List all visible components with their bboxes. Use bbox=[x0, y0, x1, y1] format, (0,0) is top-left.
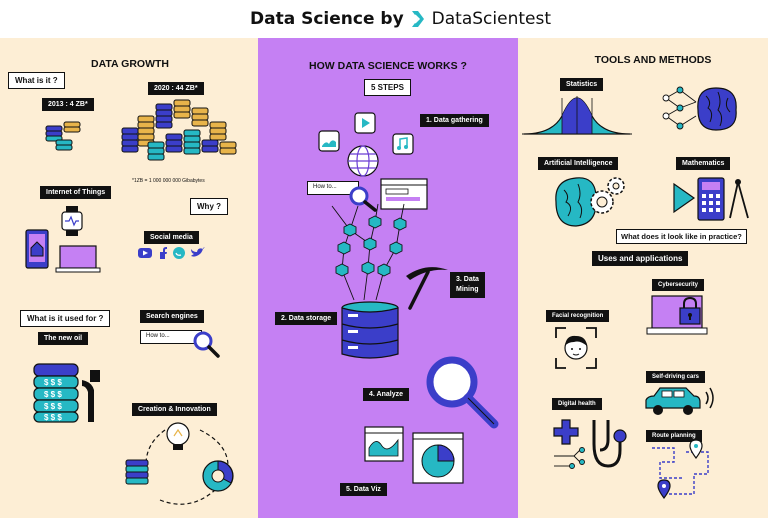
svg-text:$ $ $: $ $ $ bbox=[44, 402, 62, 411]
year-2013-label: 2013 : 4 ZB* bbox=[42, 98, 94, 111]
analyze-magnifier-icon bbox=[426, 356, 499, 429]
zb-footnote: *1ZB = 1 000 000 000 Gibabytes bbox=[132, 178, 205, 184]
brand-name: DataScientest bbox=[431, 9, 551, 29]
statistics-label: Statistics bbox=[560, 78, 604, 91]
ai-label: Artificial Intelligence bbox=[538, 157, 619, 170]
how-it-works-title: HOW DATA SCIENCE WORKS ? bbox=[309, 60, 467, 72]
data-growth-panel bbox=[0, 38, 258, 518]
search-engine-magnifier-icon bbox=[193, 331, 220, 358]
digital-health-icon bbox=[553, 419, 627, 469]
step-3-label-line2: Mining bbox=[456, 286, 479, 293]
math-tools-icon bbox=[673, 177, 749, 221]
five-steps-badge: 5 STEPS bbox=[364, 79, 411, 96]
secure-laptop-icon bbox=[646, 295, 708, 335]
svg-text:$ $ $: $ $ $ bbox=[44, 378, 62, 387]
page-title: Data Science by bbox=[250, 9, 404, 29]
header-bar: Data Science by DataScientest bbox=[0, 0, 768, 38]
creation-innovation-label: Creation & Innovation bbox=[132, 403, 217, 416]
social-media-label: Social media bbox=[144, 231, 199, 244]
data-stack-2020-icon bbox=[121, 99, 237, 161]
pie-chart-card-icon bbox=[412, 432, 464, 484]
facial-recognition-label: Facial recognition bbox=[546, 310, 610, 322]
data-network-icon bbox=[331, 203, 407, 301]
new-oil-label: The new oil bbox=[38, 332, 89, 345]
brain-network-icon bbox=[662, 86, 737, 131]
gathering-magnifier-icon bbox=[349, 186, 377, 212]
database-icon bbox=[341, 301, 399, 359]
route-planning-label: Route planning bbox=[646, 430, 702, 442]
image-media-icon bbox=[318, 130, 340, 152]
svg-text:$ $ $: $ $ $ bbox=[44, 390, 62, 399]
step-3-label-line1: 3. Data bbox=[456, 276, 479, 283]
iot-label: Internet of Things bbox=[40, 186, 112, 199]
video-play-icon bbox=[354, 112, 376, 134]
data-growth-title: DATA GROWTH bbox=[91, 58, 169, 70]
svg-text:$ $ $: $ $ $ bbox=[44, 413, 62, 422]
data-stack-2013-icon bbox=[45, 121, 81, 151]
ai-brain-gears-icon bbox=[555, 177, 625, 227]
datascientest-logo-icon bbox=[411, 11, 424, 27]
gathering-search-placeholder: How to... bbox=[313, 184, 337, 190]
header-title: Data Science by DataScientest bbox=[250, 8, 551, 30]
step-3-label: 3. Data Mining bbox=[450, 272, 485, 298]
step-4-label: 4. Analyze bbox=[363, 388, 409, 401]
self-driving-car-icon bbox=[645, 387, 714, 415]
step-5-label: 5. Data Viz bbox=[340, 483, 387, 496]
practice-bubble: What does it look like in practice? bbox=[616, 229, 747, 244]
what-used-for-bubble: What is it used for ? bbox=[20, 310, 111, 327]
why-bubble: Why ? bbox=[190, 198, 228, 215]
globe-icon bbox=[347, 145, 379, 177]
facial-recognition-icon bbox=[555, 327, 597, 369]
search-engine-placeholder: How to... bbox=[146, 333, 170, 339]
what-is-it-bubble: What is it ? bbox=[8, 72, 65, 89]
music-note-icon bbox=[392, 133, 414, 155]
step-2-label: 2. Data storage bbox=[275, 312, 338, 325]
mathematics-label: Mathematics bbox=[676, 157, 731, 170]
tools-methods-title: TOOLS AND METHODS bbox=[594, 54, 712, 66]
area-chart-card-icon bbox=[364, 426, 404, 462]
uses-applications-label: Uses and applications bbox=[592, 251, 689, 266]
innovation-cycle-icon bbox=[125, 422, 234, 505]
data-barrel-icon: $ $ $ $ $ $ $ $ $ $ $ $ bbox=[33, 363, 100, 423]
self-driving-cars-label: Self-driving cars bbox=[646, 371, 706, 383]
bell-curve-icon bbox=[522, 96, 632, 135]
social-media-icons bbox=[138, 247, 205, 259]
step-1-label: 1. Data gathering bbox=[420, 114, 489, 127]
search-engines-label: Search engines bbox=[140, 310, 204, 323]
cybersecurity-label: Cybersecurity bbox=[652, 279, 705, 291]
pickaxe-icon bbox=[406, 267, 448, 310]
route-map-icon bbox=[652, 439, 709, 500]
iot-devices-icon bbox=[25, 206, 101, 273]
digital-health-label: Digital health bbox=[552, 398, 602, 410]
year-2020-label: 2020 : 44 ZB* bbox=[148, 82, 204, 95]
